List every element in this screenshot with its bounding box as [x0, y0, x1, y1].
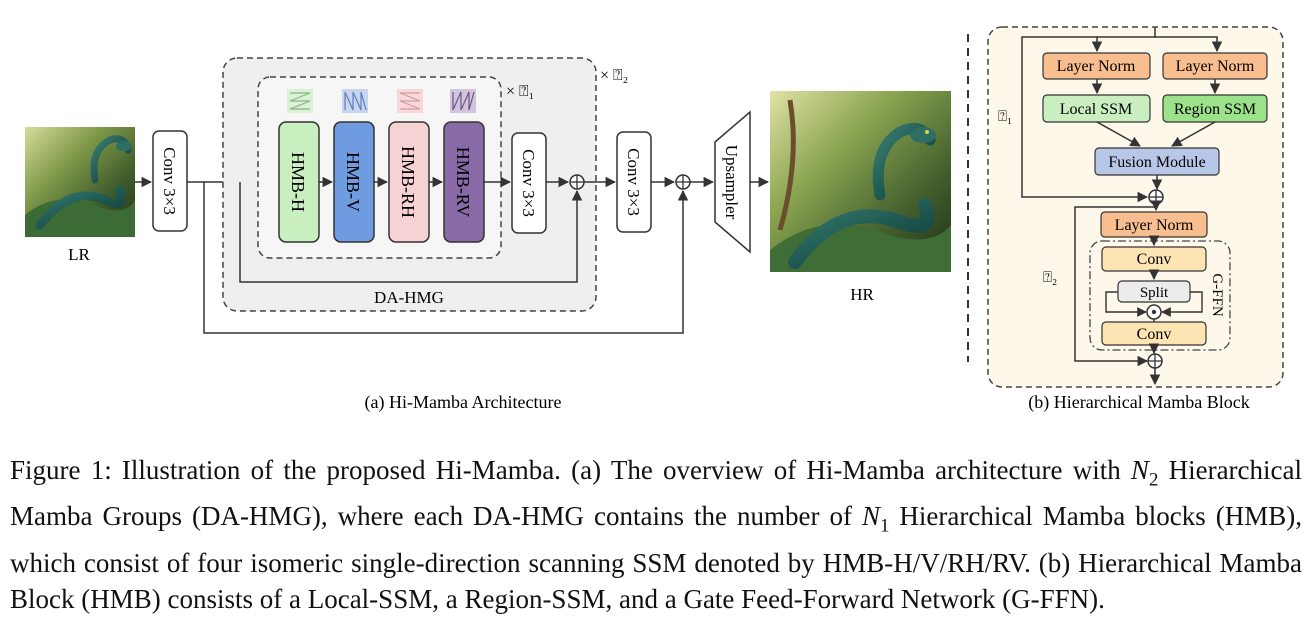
conv-3x3-last: Conv 3×3 [616, 131, 652, 233]
svg-text:HMB-V: HMB-V [343, 152, 363, 212]
svg-text:Conv: Conv [1137, 251, 1172, 268]
svg-text:G-FFN: G-FFN [1209, 273, 1225, 317]
upsampler: Upsampler [714, 110, 751, 254]
svg-text:Conv 3×3: Conv 3×3 [519, 149, 538, 217]
multiply-node [1146, 304, 1162, 320]
n1-label: ⍰₁ [998, 109, 1012, 125]
n2-label: ⍰₂ [1043, 270, 1057, 286]
hmb-rh-block: HMB-RH [388, 121, 430, 243]
svg-text:Conv 3×3: Conv 3×3 [160, 147, 179, 215]
hmb-rv-block: HMB-RV [443, 121, 485, 243]
hr-label: HR [850, 285, 874, 304]
hr-image [770, 91, 951, 272]
caption-n1: N1 [861, 501, 890, 537]
add-node-hmb-2 [1147, 353, 1163, 369]
hmb-v-block: HMB-V [333, 121, 375, 243]
svg-text:Conv: Conv [1137, 326, 1172, 343]
svg-text:Layer Norm: Layer Norm [1176, 58, 1255, 75]
svg-text:Region SSM: Region SSM [1174, 101, 1256, 118]
scan-pattern-h-icon [287, 89, 313, 113]
figure-caption: Figure 1: Illustration of the proposed H… [10, 452, 1302, 617]
subcaption-a: (a) Hi-Mamba Architecture [365, 392, 562, 413]
svg-text:Local SSM: Local SSM [1060, 101, 1132, 118]
subcaption-b: (b) Hierarchical Mamba Block [1028, 392, 1249, 413]
scan-pattern-rv-icon [450, 89, 476, 113]
add-node-group [569, 174, 585, 190]
local-ssm: Local SSM [1042, 94, 1151, 123]
split-block: Split [1117, 280, 1191, 303]
region-ssm: Region SSM [1162, 94, 1268, 123]
conv-bottom: Conv [1101, 321, 1207, 346]
gffn-group: G-FFN [1089, 240, 1231, 351]
conv-top: Conv [1101, 246, 1207, 272]
add-node-global [675, 174, 691, 190]
add-node-hmb-1 [1148, 189, 1164, 205]
repeat-outer-label: × ⍰₂ [600, 67, 628, 84]
hmb-h-block: HMB-H [278, 121, 320, 243]
layer-norm-left: Layer Norm [1042, 52, 1151, 80]
svg-text:Conv 3×3: Conv 3×3 [624, 148, 643, 216]
da-hmg-label: DA-HMG [374, 288, 444, 307]
svg-text:Upsampler: Upsampler [722, 145, 741, 220]
svg-text:Layer Norm: Layer Norm [1115, 217, 1194, 234]
lr-image [25, 127, 135, 237]
caption-part-2: Hierarchical Mamba Groups (DA-HMG), wher… [10, 455, 1303, 532]
scan-pattern-v-icon [342, 89, 368, 113]
layer-norm-right: Layer Norm [1162, 52, 1268, 80]
svg-text:HMB-H: HMB-H [288, 152, 308, 212]
svg-text:HMB-RH: HMB-RH [398, 146, 418, 218]
caption-n2: N2 [1130, 455, 1159, 491]
caption-part-1: Figure 1: Illustration of the proposed H… [10, 455, 1121, 485]
svg-text:Layer Norm: Layer Norm [1057, 58, 1136, 75]
conv-3x3-group: Conv 3×3 [511, 132, 547, 234]
architecture-figure: LR Conv 3×3 DA-HMG × ⍰₂ × ⍰₁ HMB-H [25, 26, 1284, 413]
scan-pattern-rh-icon [397, 89, 423, 113]
svg-text:Fusion Module: Fusion Module [1108, 154, 1205, 171]
caption-part-3: Hierarchical Mamba blocks (HMB), which c… [10, 501, 1302, 614]
fusion-module: Fusion Module [1094, 147, 1220, 176]
lr-label: LR [68, 245, 90, 264]
layer-norm-bottom: Layer Norm [1100, 211, 1208, 238]
svg-text:HMB-RV: HMB-RV [453, 147, 473, 218]
repeat-inner-label: × ⍰₁ [506, 83, 534, 100]
conv-3x3-first: Conv 3×3 [152, 130, 188, 232]
svg-text:Split: Split [1140, 285, 1169, 301]
